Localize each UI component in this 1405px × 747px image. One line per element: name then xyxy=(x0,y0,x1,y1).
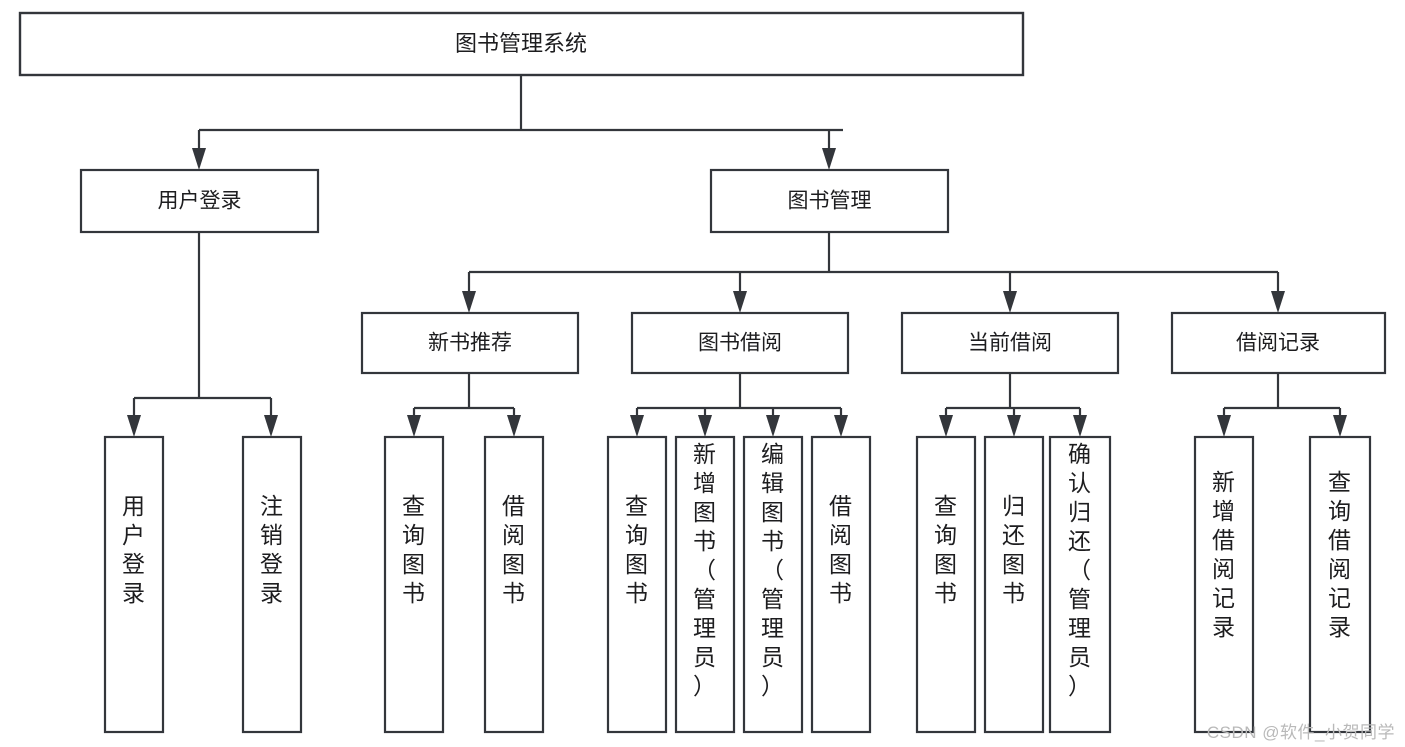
leaf-edit-book-label: 编辑图书（管理员） xyxy=(761,441,785,699)
leaf-query-book-2[interactable]: 查询图书 xyxy=(606,435,668,734)
node-user-login-label: 用户登录 xyxy=(158,190,242,213)
leaf-return-book[interactable]: 归还图书 xyxy=(983,435,1045,734)
leaf-query-book-1-label: 查询图书 xyxy=(402,493,426,606)
leaf-add-book[interactable]: 新增图书（管理员） xyxy=(674,435,736,734)
node-new-book-recommend-label: 新书推荐 xyxy=(428,332,512,355)
connector-borrowrecord-to-leaves xyxy=(1217,373,1347,437)
node-root[interactable]: 图书管理系统 xyxy=(18,11,1025,77)
leaf-logout[interactable]: 注销登录 xyxy=(241,435,303,734)
csdn-watermark: CSDN @软件_小贺同学 xyxy=(1206,723,1395,742)
connector-bookborrow-to-leaves xyxy=(630,373,848,437)
leaf-borrow-book-2-label: 借阅图书 xyxy=(829,493,853,606)
leaf-edit-book[interactable]: 编辑图书（管理员） xyxy=(742,435,804,734)
leaf-query-record[interactable]: 查询借阅记录 xyxy=(1308,435,1372,734)
node-book-borrow[interactable]: 图书借阅 xyxy=(630,311,850,375)
leaf-query-book-2-label: 查询图书 xyxy=(625,493,649,606)
connector-currentborrow-to-leaves xyxy=(939,373,1087,437)
node-current-borrow-label: 当前借阅 xyxy=(968,332,1052,355)
leaf-add-record[interactable]: 新增借阅记录 xyxy=(1193,435,1255,734)
leaf-add-book-label: 新增图书（管理员） xyxy=(693,441,717,699)
node-borrow-record-label: 借阅记录 xyxy=(1236,332,1320,355)
leaf-user-login-label: 用户登录 xyxy=(122,493,146,606)
node-book-borrow-label: 图书借阅 xyxy=(698,332,782,355)
leaf-user-login[interactable]: 用户登录 xyxy=(103,435,165,734)
node-user-login[interactable]: 用户登录 xyxy=(79,168,320,234)
node-book-manage-label: 图书管理 xyxy=(788,190,872,213)
leaf-borrow-book-1-label: 借阅图书 xyxy=(502,493,526,606)
leaf-confirm-return[interactable]: 确认归还（管理员） xyxy=(1048,435,1112,734)
node-book-manage[interactable]: 图书管理 xyxy=(709,168,950,234)
leaf-confirm-return-label: 确认归还（管理员） xyxy=(1068,441,1092,699)
connector-bookmanage-to-level3 xyxy=(462,232,1285,313)
leaf-query-record-label: 查询借阅记录 xyxy=(1328,469,1352,640)
node-root-label: 图书管理系统 xyxy=(455,31,587,56)
leaf-query-book-3-label: 查询图书 xyxy=(934,493,958,606)
node-current-borrow[interactable]: 当前借阅 xyxy=(900,311,1120,375)
node-borrow-record[interactable]: 借阅记录 xyxy=(1170,311,1387,375)
leaf-logout-label: 注销登录 xyxy=(260,493,284,606)
connector-root-to-level2 xyxy=(192,75,843,170)
leaf-add-record-label: 新增借阅记录 xyxy=(1212,469,1236,640)
connector-newbook-to-leaves xyxy=(407,373,521,437)
leaf-query-book-1[interactable]: 查询图书 xyxy=(383,435,445,734)
leaf-borrow-book-2[interactable]: 借阅图书 xyxy=(810,435,872,734)
leaf-query-book-3[interactable]: 查询图书 xyxy=(915,435,977,734)
leaf-return-book-label: 归还图书 xyxy=(1002,493,1026,606)
node-new-book-recommend[interactable]: 新书推荐 xyxy=(360,311,580,375)
connector-userlogin-to-leaves xyxy=(127,232,278,437)
leaf-borrow-book-1[interactable]: 借阅图书 xyxy=(483,435,545,734)
